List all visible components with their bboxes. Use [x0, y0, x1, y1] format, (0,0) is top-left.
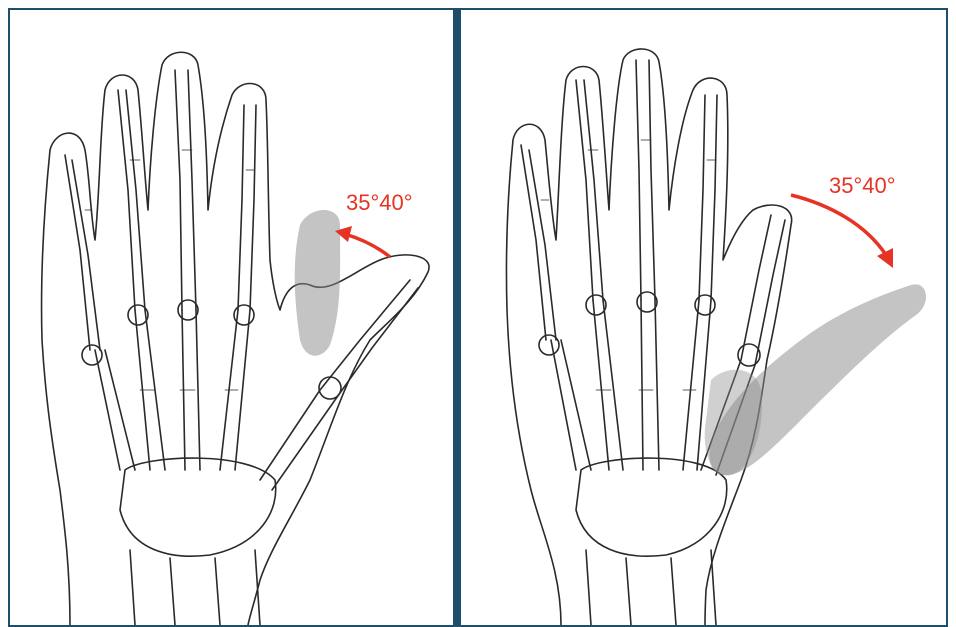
left-carpals: [120, 458, 276, 556]
right-finger-ring: [576, 80, 603, 300]
right-metacarpal-2: [641, 300, 659, 470]
right-finger-little: [521, 145, 556, 340]
left-radius-ulna: [130, 550, 260, 625]
right-figure-panel: 35°40°: [459, 8, 948, 627]
left-joint-c: [178, 300, 198, 320]
right-carpals: [576, 458, 727, 556]
left-hand-skeleton-illustration: [10, 10, 454, 627]
left-finger-middle: [175, 70, 196, 310]
left-finger-little: [65, 155, 100, 350]
left-metacarpal-4: [95, 350, 135, 470]
right-hatching: [541, 140, 715, 390]
left-finger-index: [238, 105, 256, 310]
left-joint-a: [82, 345, 102, 365]
right-metacarpal-4: [551, 340, 591, 470]
left-rotation-arrow: [345, 234, 390, 257]
right-hand-skeleton-illustration: [461, 10, 948, 627]
left-angle-label: 35°40°: [346, 190, 413, 216]
left-thumb-shadow: [295, 210, 340, 356]
left-thumb-bones: [260, 280, 418, 490]
right-joint-a: [539, 335, 559, 355]
left-figure-panel: 35°40°: [8, 8, 454, 627]
right-joint-c: [637, 292, 657, 312]
right-radius-ulna: [586, 550, 716, 625]
right-finger-index: [699, 95, 717, 300]
right-hand-outline: [506, 49, 791, 625]
right-metacarpal-3: [593, 300, 623, 470]
right-angle-label: 35°40°: [829, 173, 896, 199]
right-finger-middle: [636, 60, 655, 300]
left-hatching: [85, 150, 254, 390]
right-rotation-arrow: [791, 195, 886, 255]
